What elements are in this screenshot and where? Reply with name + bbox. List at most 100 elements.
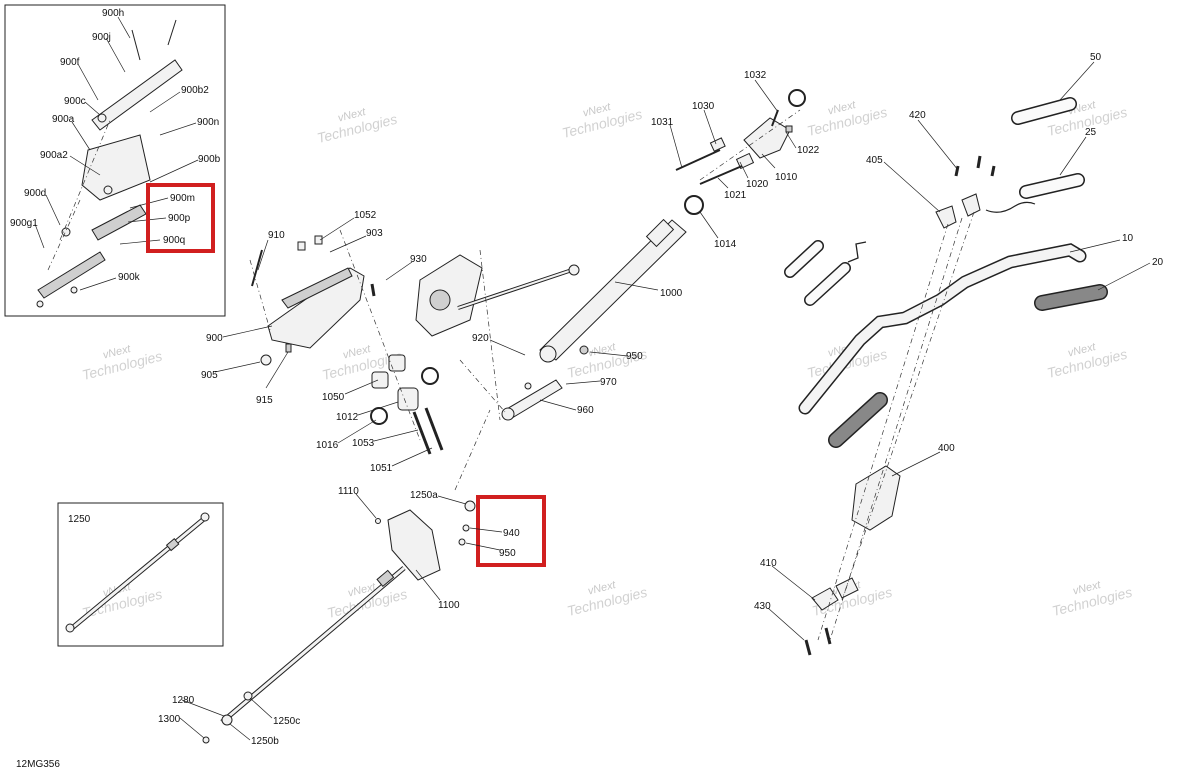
bolt-1031 (675, 149, 721, 171)
callout-915: 915 (256, 395, 273, 406)
washer (103, 185, 113, 195)
tie-rod-end-1250b (221, 714, 233, 726)
callout-900: 900 (206, 333, 223, 344)
callout-420: 420 (909, 110, 926, 121)
nut-905 (260, 354, 272, 366)
callout-1300: 1300 (158, 714, 181, 725)
steering-column-assembly (249, 89, 806, 455)
bolt-1051 (424, 407, 444, 451)
spacer-1030 (709, 137, 726, 152)
nut (36, 300, 44, 308)
bolt-420 (954, 165, 960, 177)
callout-1021: 1021 (724, 190, 747, 201)
callout-950-upper: 950 (626, 351, 643, 362)
ring-1032 (788, 89, 806, 107)
base-plate (37, 251, 106, 299)
callout-1250c: 1250c (273, 716, 300, 727)
callout-900d: 900d (24, 188, 46, 199)
bearing-1012 (397, 387, 419, 411)
callout-960: 960 (577, 405, 594, 416)
callout-labels: 50 25 420 405 10 20 400 410 430 1032 103… (16, 52, 1164, 770)
callout-900a2: 900a2 (40, 150, 68, 161)
callout-10: 10 (1122, 233, 1134, 244)
callout-1030: 1030 (692, 101, 715, 112)
watermark: vNext Technologies (1050, 579, 1133, 619)
callout-1250a: 1250a (410, 490, 438, 501)
callout-1051: 1051 (370, 463, 393, 474)
callout-900n: 900n (197, 117, 219, 128)
nut-940 (462, 524, 470, 532)
watermark: vNext Technologies (1045, 341, 1128, 381)
callout-900f: 900f (60, 57, 80, 68)
inset-frame (57, 502, 224, 647)
bolt-910 (251, 249, 263, 287)
handlebar-assembly (784, 97, 1108, 656)
nut-950 (579, 345, 589, 355)
watermark: vNext Technologies (315, 106, 398, 146)
axis-line (59, 119, 111, 241)
tie-rod-end (65, 623, 75, 633)
bolt-1110 (375, 518, 381, 524)
callout-25: 25 (1085, 127, 1097, 138)
inset-title-1250: 1250 (68, 514, 91, 525)
mount-bracket (267, 267, 365, 349)
riser-410 (811, 587, 839, 611)
callout-1010: 1010 (775, 172, 798, 183)
watermark: vNext Technologies (560, 101, 643, 141)
callout-1000: 1000 (660, 288, 683, 299)
callout-1110: 1110 (338, 486, 359, 497)
bolt-900j (131, 29, 141, 61)
callout-930: 930 (410, 254, 427, 265)
callout-50: 50 (1090, 52, 1102, 63)
callout-1053: 1053 (352, 438, 375, 449)
clamp-body (81, 134, 151, 201)
handlebar-clamp-400 (851, 465, 901, 531)
inset-clamp-assembly: 900h 900j 900f 900c 900b2 900a 900n 900a… (4, 4, 226, 317)
watermark: vNext Technologies (80, 343, 163, 383)
callout-940: 940 (503, 528, 520, 539)
callout-910: 910 (268, 230, 285, 241)
callout-1250b: 1250b (251, 736, 279, 747)
bushing (388, 354, 406, 372)
callout-900b2: 900b2 (181, 85, 209, 96)
callout-1014: 1014 (714, 239, 737, 250)
riser-405 (935, 205, 957, 229)
callout-900c: 900c (64, 96, 86, 107)
callout-1022: 1022 (797, 145, 820, 156)
callout-1031: 1031 (651, 117, 674, 128)
callout-905: 905 (201, 370, 218, 381)
highlight-box-900m-900q (146, 183, 215, 253)
callout-1100: 1100 (438, 600, 460, 611)
clamp-bracket (91, 59, 183, 131)
lower-shaft-assembly (202, 409, 546, 744)
watermark: vNext Technologies (805, 99, 888, 139)
callout-1052: 1052 (354, 210, 377, 221)
bolt-1053 (412, 411, 432, 455)
callout-900q: 900q (163, 235, 185, 246)
callout-900b: 900b (198, 154, 221, 165)
callout-1050: 1050 (322, 392, 345, 403)
ring (421, 367, 439, 385)
riser (961, 193, 981, 217)
callout-410: 410 (760, 558, 777, 569)
watermark: vNext Technologies (565, 579, 648, 619)
callout-900k: 900k (118, 272, 141, 283)
washer-950 (458, 538, 466, 546)
callout-430: 430 (754, 601, 771, 612)
bolt-1021 (699, 165, 743, 185)
callout-900j: 900j (92, 32, 111, 43)
callout-900g1: 900g1 (10, 218, 38, 229)
callout-950: 950 (499, 548, 516, 559)
nut-920 (524, 382, 532, 390)
spacer-1020 (735, 152, 755, 170)
bolt-900h (167, 19, 177, 46)
callout-20: 20 (1152, 257, 1164, 268)
mount-rail (281, 267, 353, 309)
riser (835, 577, 859, 599)
callout-1280: 1280 (172, 695, 195, 706)
watermarks: vNext Technologies vNext Technologies vN… (80, 99, 1133, 621)
callout-405: 405 (866, 155, 883, 166)
diagram-code: 12MG356 (16, 759, 60, 770)
